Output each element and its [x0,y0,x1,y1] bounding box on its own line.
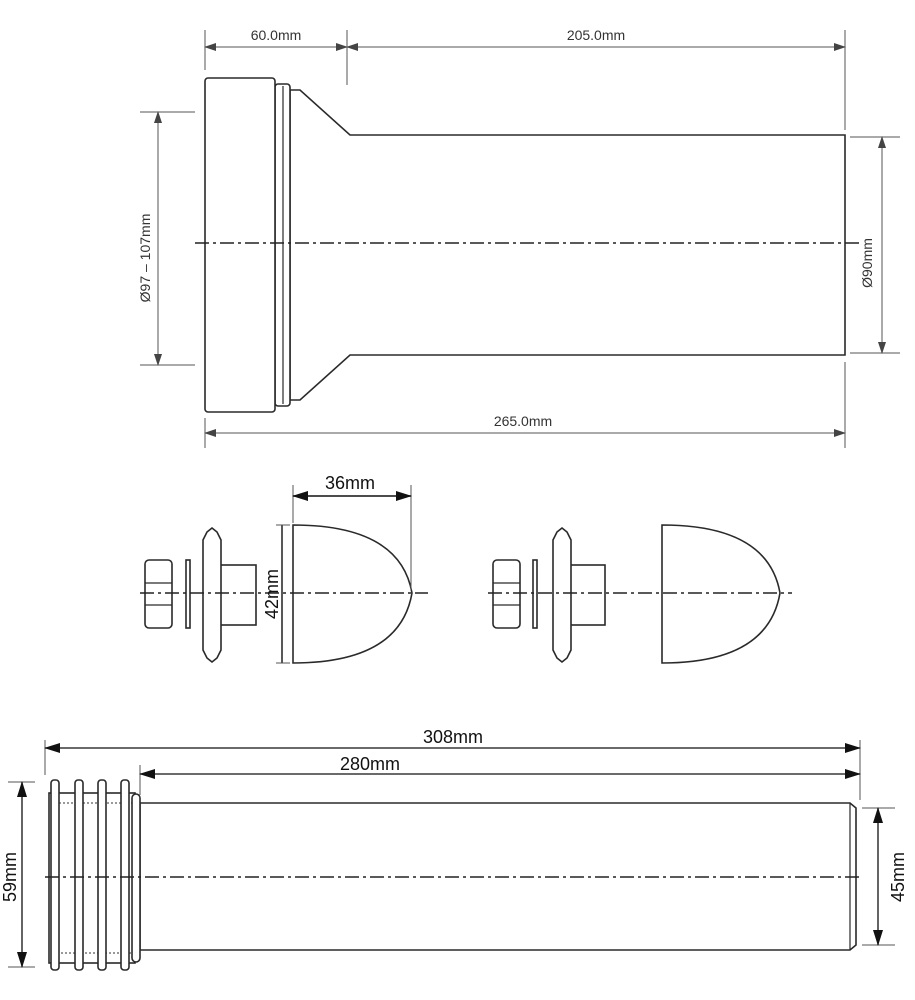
dim-label-pipe-diameter: 45mm [888,852,908,902]
sleeve [569,564,606,626]
dim-label-pipe-diameter: Ø90mm [859,238,875,288]
top-pipe-body [289,89,846,401]
cap [661,524,781,664]
top-dimensions: 60.0mm 205.0mm 265.0mm Ø97 – 107mm Ø90mm [137,27,900,448]
dim-label-socket-diameter: Ø97 – 107mm [137,214,153,303]
dim-label-pipe-length: 205.0mm [567,27,625,43]
dim-label-cap-length: 36mm [325,473,375,493]
middle-dimensions: 36mm 42mm [262,473,412,664]
sleeve [218,564,257,626]
dim-label-socket-diameter: 59mm [0,852,20,902]
dim-label-total-length: 265.0mm [494,413,552,429]
seal-ring [97,779,107,971]
top-pan-connector [195,77,860,413]
flange [552,526,572,664]
dim-label-cap-diameter: 42mm [262,569,282,619]
seal-ring [50,779,60,971]
top-socket [204,77,276,413]
dim-label-pipe-length: 280mm [340,754,400,774]
washer [532,559,538,629]
dim-label-socket-length: 60.0mm [251,27,302,43]
o-ring [131,793,141,963]
bottom-dimensions: 308mm 280mm 59mm 45mm [0,727,908,968]
hex-nut [492,559,521,629]
seal-ring [120,779,130,971]
bottom-pan-connector [45,779,862,971]
cap [292,524,413,664]
washer [185,559,191,629]
flange [202,526,222,664]
seal-ring [74,779,84,971]
dim-label-total-length: 308mm [423,727,483,747]
hex-nut [144,559,173,629]
fixing-set-2 [488,524,792,664]
fixing-set-1 [140,524,428,664]
